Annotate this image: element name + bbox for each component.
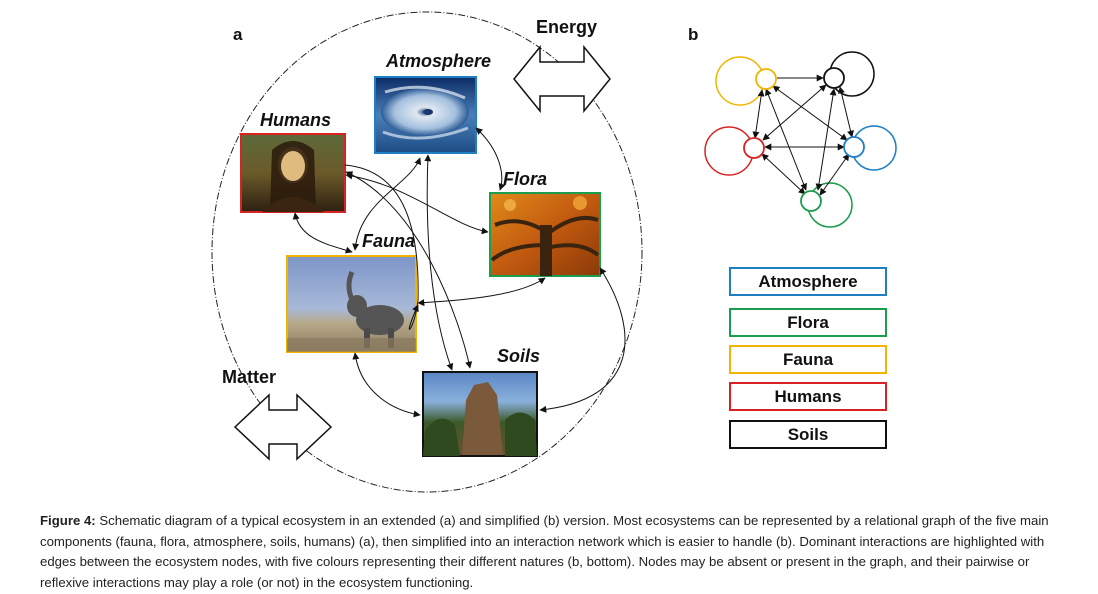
ecosystem-diagram: Atmosphere Humans Flora Fauna Soils Ener…	[211, 11, 897, 493]
atmosphere-image	[374, 76, 477, 154]
node-fauna	[755, 68, 777, 90]
node-humans	[743, 137, 765, 159]
edge-fauna-flora	[417, 277, 546, 307]
node-flora	[800, 190, 822, 212]
flora-image	[489, 192, 601, 277]
figure-caption: Figure 4: Schematic diagram of a typical…	[40, 511, 1065, 593]
fauna-image	[286, 255, 417, 353]
panel-b-network	[704, 51, 897, 228]
figure-stage: Atmosphere Humans Flora Fauna Soils Ener…	[211, 11, 897, 493]
node-label-soils: Soils	[497, 346, 540, 366]
caption-text: Schematic diagram of a typical ecosystem…	[40, 513, 1049, 590]
panel-a-edges	[292, 127, 626, 418]
legend-item-flora: Flora	[729, 308, 887, 337]
legend-item-atmosphere: Atmosphere	[729, 267, 887, 296]
node-atmosphere	[843, 136, 865, 158]
energy-double-arrow-icon	[513, 44, 611, 114]
edge-fauna-soils	[352, 352, 421, 418]
legend-item-humans: Humans	[729, 382, 887, 411]
node-label-atmosphere: Atmosphere	[385, 51, 491, 71]
edge-humans-fauna	[292, 212, 353, 254]
soils-image	[422, 371, 538, 457]
legend-item-fauna: Fauna	[729, 345, 887, 374]
panel-b-edges	[752, 74, 854, 196]
edge-atmosphere-flora	[475, 127, 506, 191]
matter-double-arrow-icon	[233, 393, 333, 461]
edge-flora-soils	[539, 267, 626, 413]
panel-b-label: b	[688, 25, 699, 44]
panel-a-label: a	[233, 25, 243, 44]
legend-item-soils: Soils	[729, 420, 887, 449]
node-label-flora: Flora	[503, 169, 547, 189]
edge-humans-flora	[345, 172, 489, 235]
ecosystem-boundary	[211, 11, 643, 493]
node-label-humans: Humans	[260, 110, 331, 130]
node-label-fauna: Fauna	[362, 231, 415, 251]
node-soils	[823, 67, 845, 89]
caption-figure-number: Figure 4:	[40, 513, 96, 528]
edge-atmosphere-soils	[424, 154, 454, 371]
humans-image	[240, 133, 346, 213]
matter-label: Matter	[222, 367, 276, 387]
energy-label: Energy	[536, 17, 597, 37]
